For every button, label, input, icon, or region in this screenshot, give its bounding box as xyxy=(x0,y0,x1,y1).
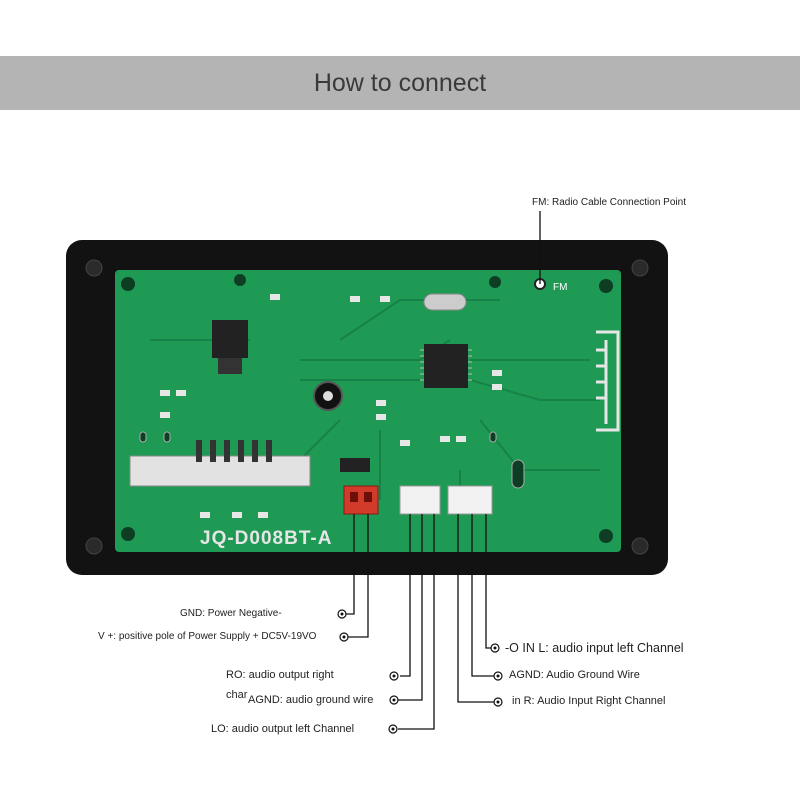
audio-output-connector xyxy=(399,485,441,515)
audio-input-connector xyxy=(447,485,493,515)
label-gnd: GND: Power Negative- xyxy=(180,608,282,619)
frame-screw-tr xyxy=(631,259,649,277)
terminal-markers xyxy=(337,609,503,734)
board-model: JQ-D008BT-A xyxy=(200,528,332,549)
bluetooth-antenna xyxy=(596,330,620,432)
frame-screw-tl xyxy=(85,259,103,277)
page-title: How to connect xyxy=(313,68,487,97)
pcb-hole-t2 xyxy=(489,276,501,288)
power-connector xyxy=(343,485,379,515)
pcb-hole-tr xyxy=(599,279,613,293)
label-inl: -O IN L: audio input left Channel xyxy=(505,641,684,655)
regulator-tab xyxy=(218,358,242,374)
label-lo: LO: audio output left Channel xyxy=(211,723,355,735)
label-agnd-right: AGND: Audio Ground Wire xyxy=(509,669,640,681)
fm-silk-label: FM xyxy=(553,282,567,293)
sd-card-slot xyxy=(129,455,311,487)
label-inr: in R: Audio Input Right Channel xyxy=(512,695,666,707)
label-fm: FM: Radio Cable Connection Point xyxy=(532,197,686,208)
frame-screw-br xyxy=(631,537,649,555)
pcb-hole-t1 xyxy=(234,274,246,286)
header-banner: How to connect xyxy=(0,56,800,110)
label-ro-cont: char xyxy=(226,689,248,701)
main-ic xyxy=(424,344,468,388)
pcb-hole-br xyxy=(599,529,613,543)
pcb-hole-tl xyxy=(121,277,135,291)
pcb-hole-bl xyxy=(121,527,135,541)
frame-screw-bl xyxy=(85,537,103,555)
regulator-chip xyxy=(212,320,248,358)
smd-parts xyxy=(160,294,502,518)
label-ro: RO: audio output right xyxy=(226,669,334,681)
label-agnd-left: AGND: audio ground wire xyxy=(248,694,374,706)
sd-card-contacts xyxy=(196,440,272,462)
crystal xyxy=(423,293,467,311)
main-ic-pins xyxy=(420,349,472,381)
ic-small xyxy=(340,458,370,472)
label-vplus: V +: positive pole of Power Supply + DC5… xyxy=(98,631,317,642)
